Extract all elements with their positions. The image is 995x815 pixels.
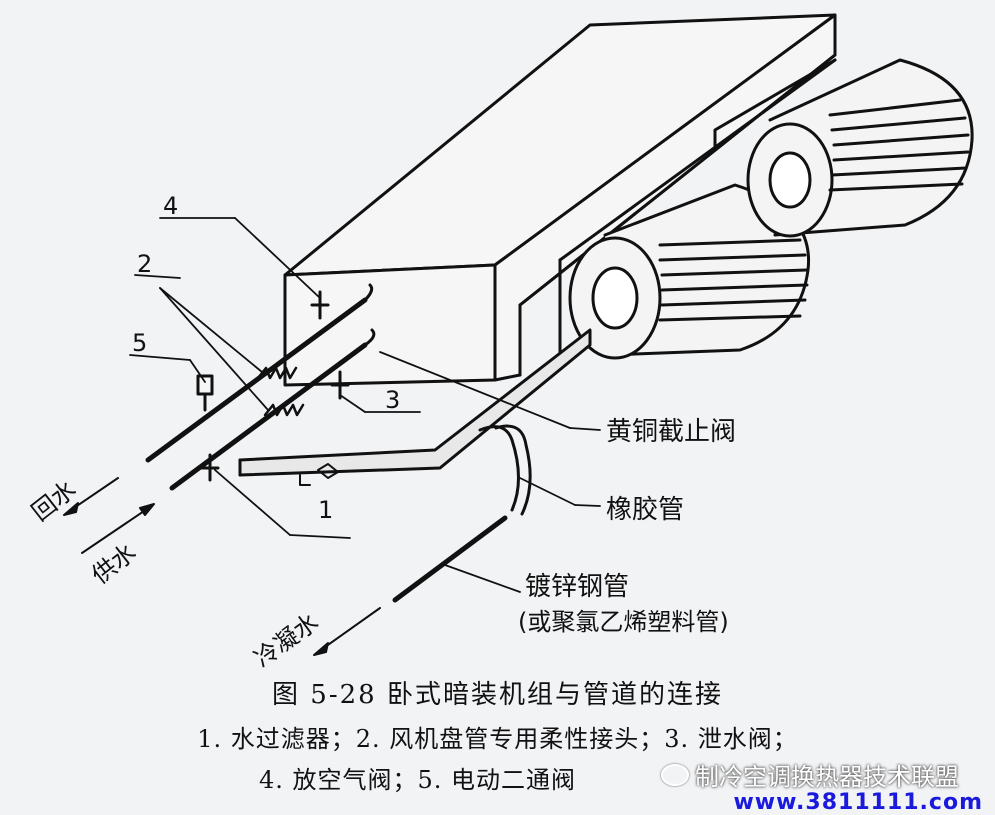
label-3: 3 [385,386,400,414]
unit-casing [283,13,837,387]
supply-pipe [169,328,376,491]
valve-stubs [196,290,350,482]
label-brass-valve: 黄铜截止阀 [606,417,736,447]
label-return-water: 回水 [26,475,81,527]
drain-valve [299,463,339,486]
label-2: 2 [137,250,152,278]
label-rubber-hose: 橡胶管 [606,495,684,525]
label-supply-water: 供水 [86,538,141,590]
fan-drum-front [568,183,811,360]
site-url[interactable]: www.3811111.com [733,790,983,815]
figure-title: 图 5-28 卧式暗装机组与管道的连接 [272,680,723,710]
label-5: 5 [132,329,147,357]
watermark-text: 制冷空调换热器技术联盟 [695,763,959,791]
return-pipe [145,283,374,463]
wechat-icon [661,763,689,786]
legend-line-1: 1. 水过滤器；2. 风机盘管专用柔性接头；3. 泄水阀； [197,725,798,753]
label-4: 4 [163,192,178,220]
legend-line-2: 4. 放空气阀；5. 电动二通阀 [258,766,577,794]
fan-drum-rear [746,58,974,238]
flow-arrows [63,477,381,656]
leader-lines [129,217,601,593]
rubber-hose [478,424,532,516]
label-1: 1 [318,496,333,524]
condensate-pipe [392,515,508,603]
label-condensate: 冷凝水 [249,608,324,673]
drain-pan [238,328,592,477]
watermark: 制冷空调换热器技术联盟 [661,757,959,792]
label-galv-pipe-alt: (或聚氯乙烯塑料管) [518,608,729,636]
label-galv-pipe: 镀锌钢管 [525,572,629,602]
flexible-joints [256,366,305,417]
